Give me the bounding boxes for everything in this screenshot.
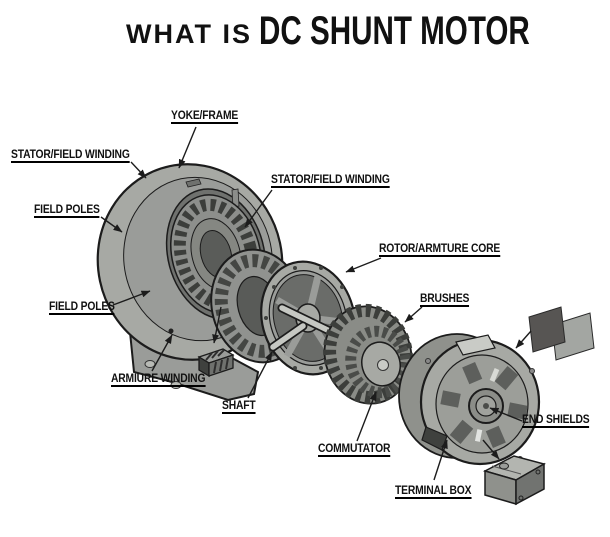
brushes-part <box>528 306 595 361</box>
end-shield-nameplate <box>455 334 496 356</box>
leader-stator-mid <box>244 189 273 228</box>
armature-winding-block-part <box>197 348 235 378</box>
title-prefix: WHAT IS <box>126 19 252 49</box>
leader-stator-left <box>130 161 147 179</box>
label-commutator: COMMUTATOR <box>318 441 391 457</box>
end-shield-vents <box>440 361 528 449</box>
leader-end-shields <box>489 407 523 422</box>
arrow-shield-to-box <box>482 439 500 460</box>
leader-field-poles-lower <box>112 290 151 306</box>
arrow-brush-sample <box>515 330 532 349</box>
label-stator-field-winding-left: STATOR/FIELD WINDING <box>11 147 130 163</box>
terminal-box-part <box>482 455 546 506</box>
winding-hatch <box>205 349 229 374</box>
label-armature-winding: ARMIURE WINDING <box>111 371 206 387</box>
yoke-foot-hole-dot <box>168 328 174 334</box>
leader-shaft <box>247 351 273 399</box>
commutator-part <box>323 303 413 405</box>
label-terminal-box: TERMINAL BOX <box>395 483 472 499</box>
leader-yoke-frame <box>178 126 197 169</box>
leader-brushes <box>404 306 423 323</box>
label-field-poles-lower: FIELD POLES <box>49 299 115 315</box>
leader-armature-winding <box>151 334 173 372</box>
label-end-shields: END SHIELDS <box>522 412 590 428</box>
brush-dark <box>528 306 566 353</box>
label-field-poles-upper: FIELD POLES <box>34 202 100 218</box>
leader-field-poles-upper <box>100 216 123 233</box>
leader-rotor-core <box>345 257 382 273</box>
leader-lines <box>100 126 532 481</box>
end-shield-terminal-mount <box>421 426 448 451</box>
page-title: DC SHUNT MOTOR <box>259 9 530 53</box>
label-yoke-frame: YOKE/FRAME <box>171 108 239 124</box>
label-shaft: SHAFT <box>222 398 256 414</box>
arrow-stator-to-block <box>212 306 222 344</box>
label-rotor-armature-core: ROTOR/ARMTURE CORE <box>379 241 501 257</box>
label-stator-field-winding-mid: STATOR/FIELD WINDING <box>271 172 390 188</box>
leader-terminal-box <box>433 439 448 481</box>
label-brushes: BRUSHES <box>420 291 470 307</box>
leader-commutator <box>356 391 377 442</box>
end-shield-part <box>398 333 541 466</box>
